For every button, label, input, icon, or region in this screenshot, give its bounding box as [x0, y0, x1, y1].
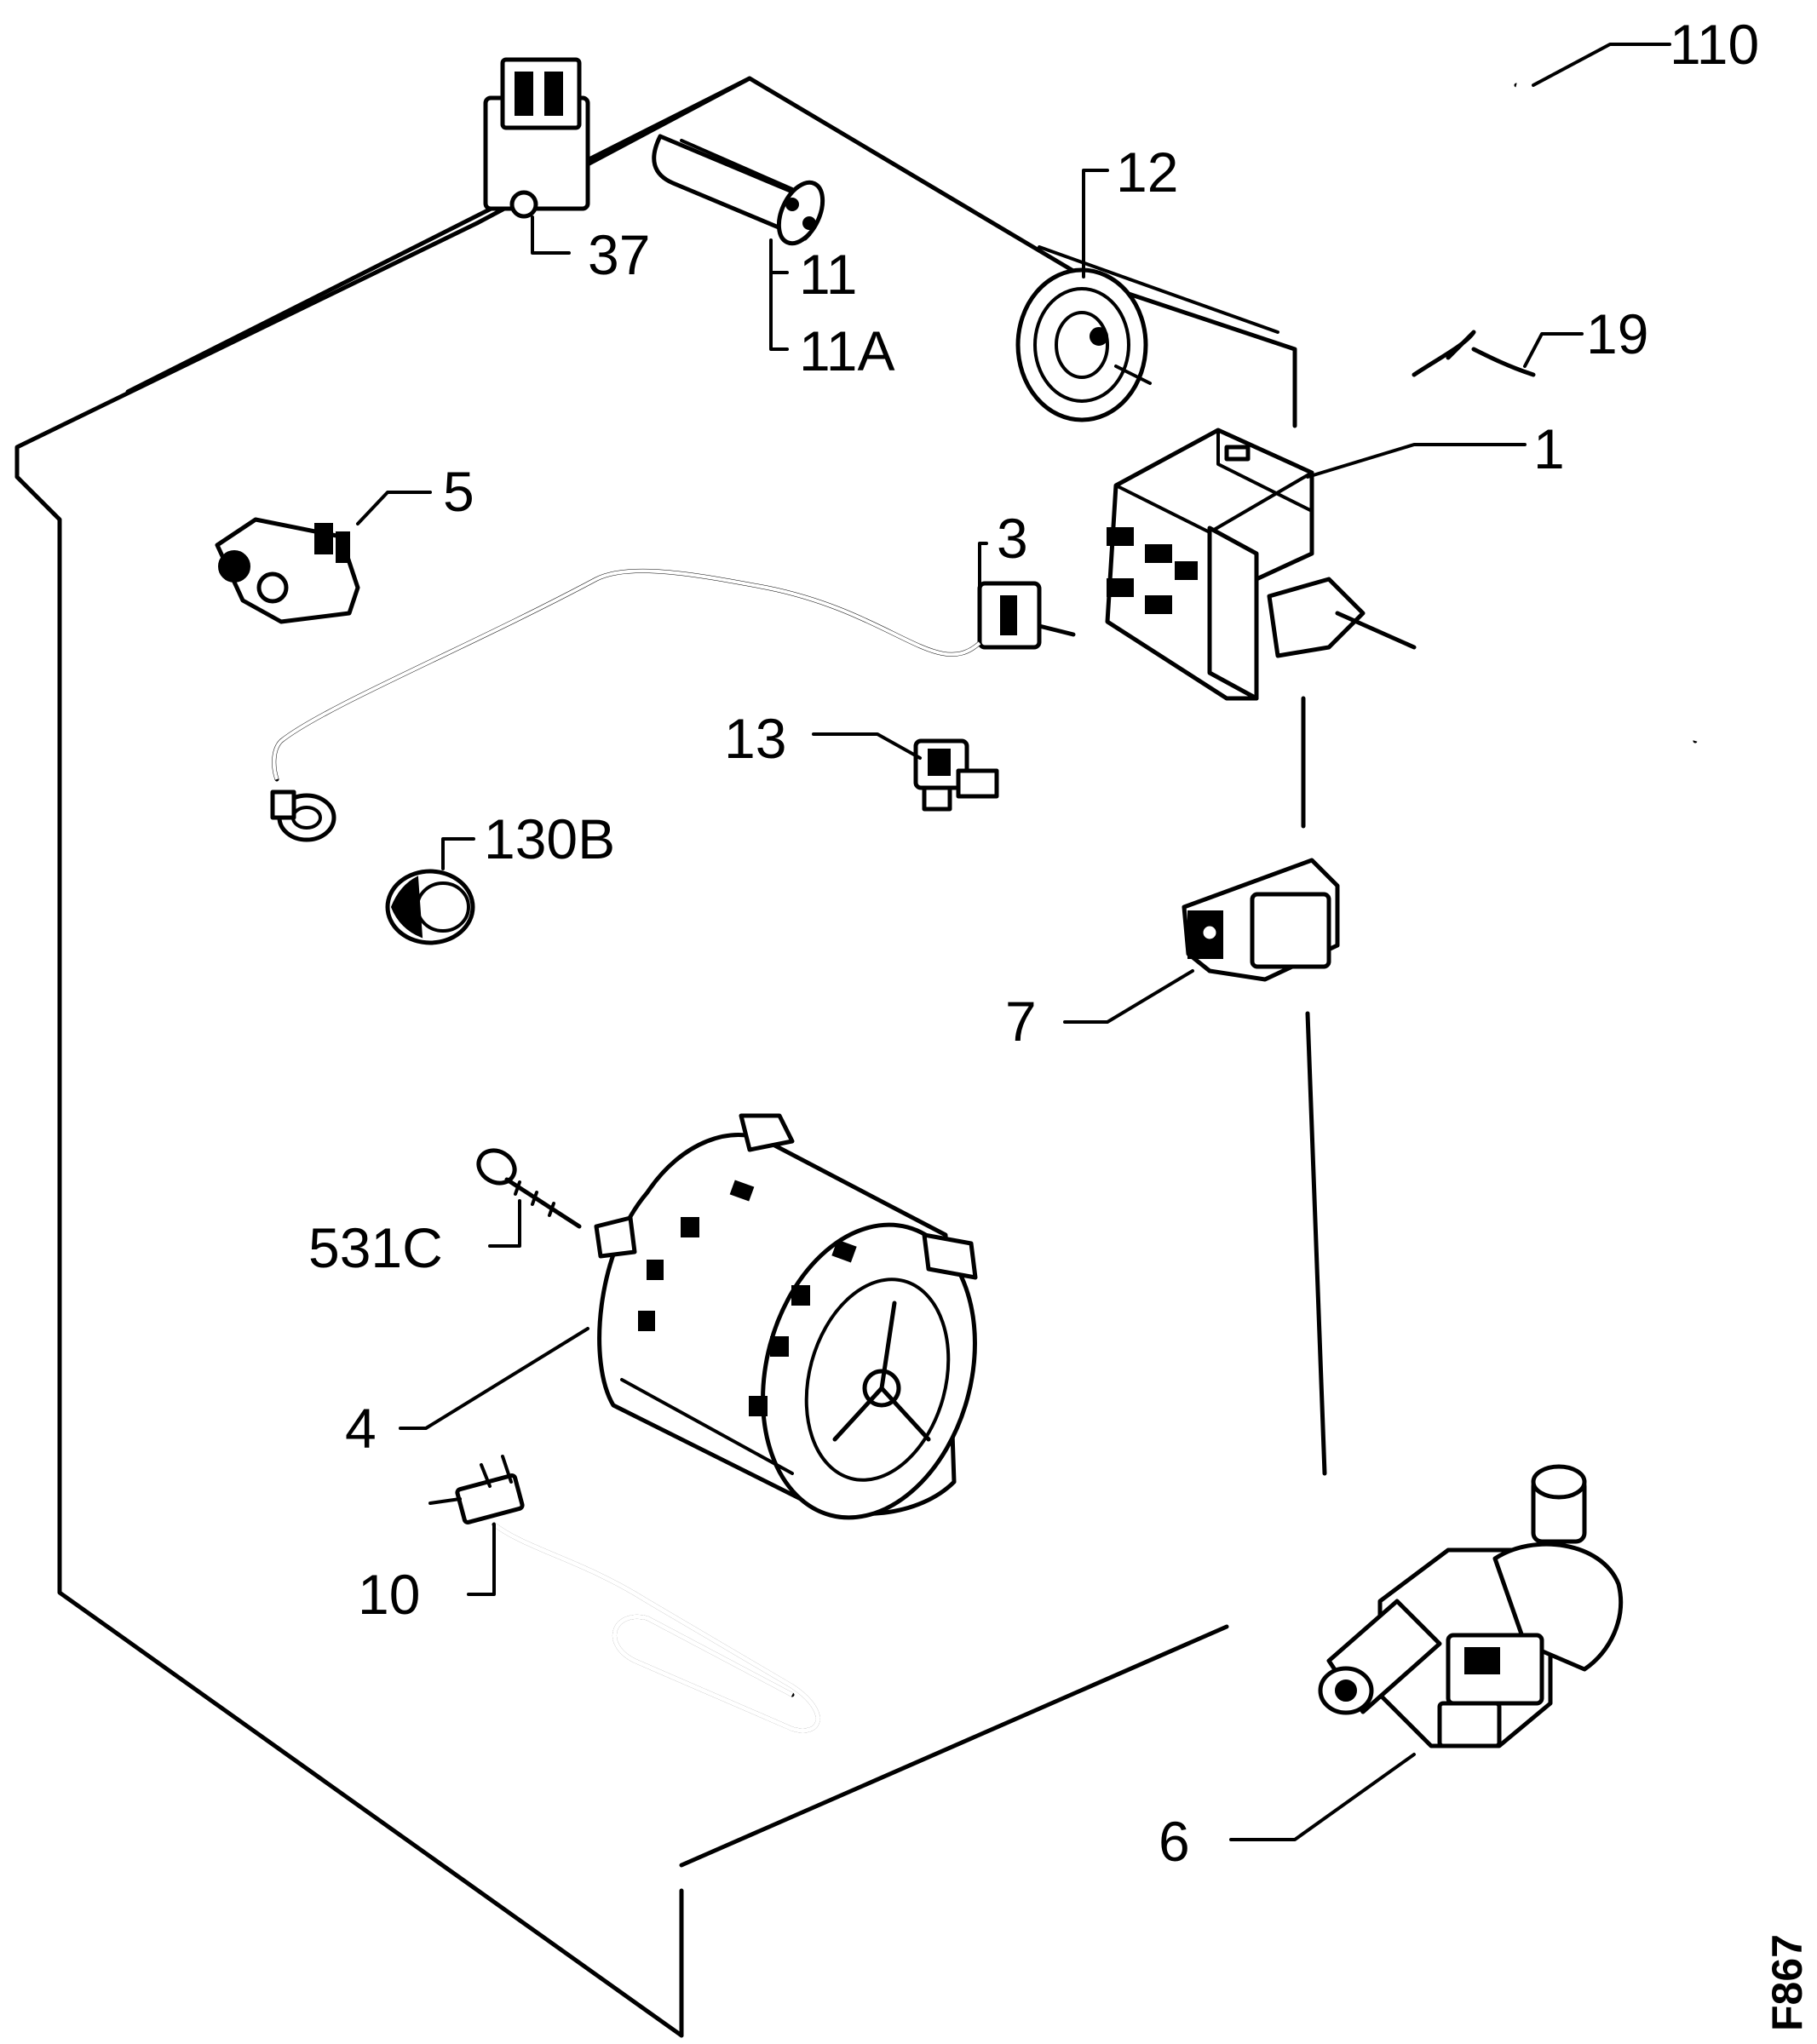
callout-3: 3 [997, 507, 1028, 570]
callout-10: 10 [358, 1563, 420, 1626]
sensor-with-cable-part [270, 568, 1076, 842]
clip-part [1412, 330, 1536, 377]
callout-13: 13 [724, 707, 786, 770]
callout-11: 11 [799, 243, 858, 306]
callout-1: 1 [1533, 417, 1565, 480]
motor-part [594, 1113, 978, 1520]
suppressor-bracket-part [483, 57, 590, 219]
callout-531c: 531C [308, 1216, 443, 1279]
callout-12: 12 [1116, 141, 1178, 204]
leader-lines [356, 43, 1671, 1841]
pressure-switch-part [1015, 267, 1152, 422]
door-interlock-part [215, 517, 360, 624]
callout-7: 7 [1005, 990, 1037, 1053]
callout-11a: 11A [799, 319, 895, 382]
capacitor-part [652, 134, 825, 246]
screw-part [476, 1148, 582, 1229]
callout-110: 110 [1670, 13, 1759, 76]
drain-pump-part [1318, 1464, 1624, 1748]
grommet-part [385, 869, 475, 945]
callout-5: 5 [443, 460, 474, 523]
drawing-code: F867 [1763, 1934, 1811, 2031]
door-lock-part [1182, 858, 1340, 982]
connector-part [913, 738, 999, 812]
heating-element-part [428, 1455, 820, 1733]
callout-19: 19 [1586, 302, 1648, 365]
callout-130b: 130B [484, 807, 615, 870]
callout-37: 37 [588, 223, 650, 286]
callout-6: 6 [1159, 1810, 1190, 1873]
callout-4: 4 [345, 1397, 377, 1460]
callout-labels: 110 12 37 11 11A 19 1 5 3 13 130B 7 531C… [308, 13, 1759, 1873]
timer-part [1105, 428, 1417, 701]
hose-part [1514, 83, 1785, 744]
